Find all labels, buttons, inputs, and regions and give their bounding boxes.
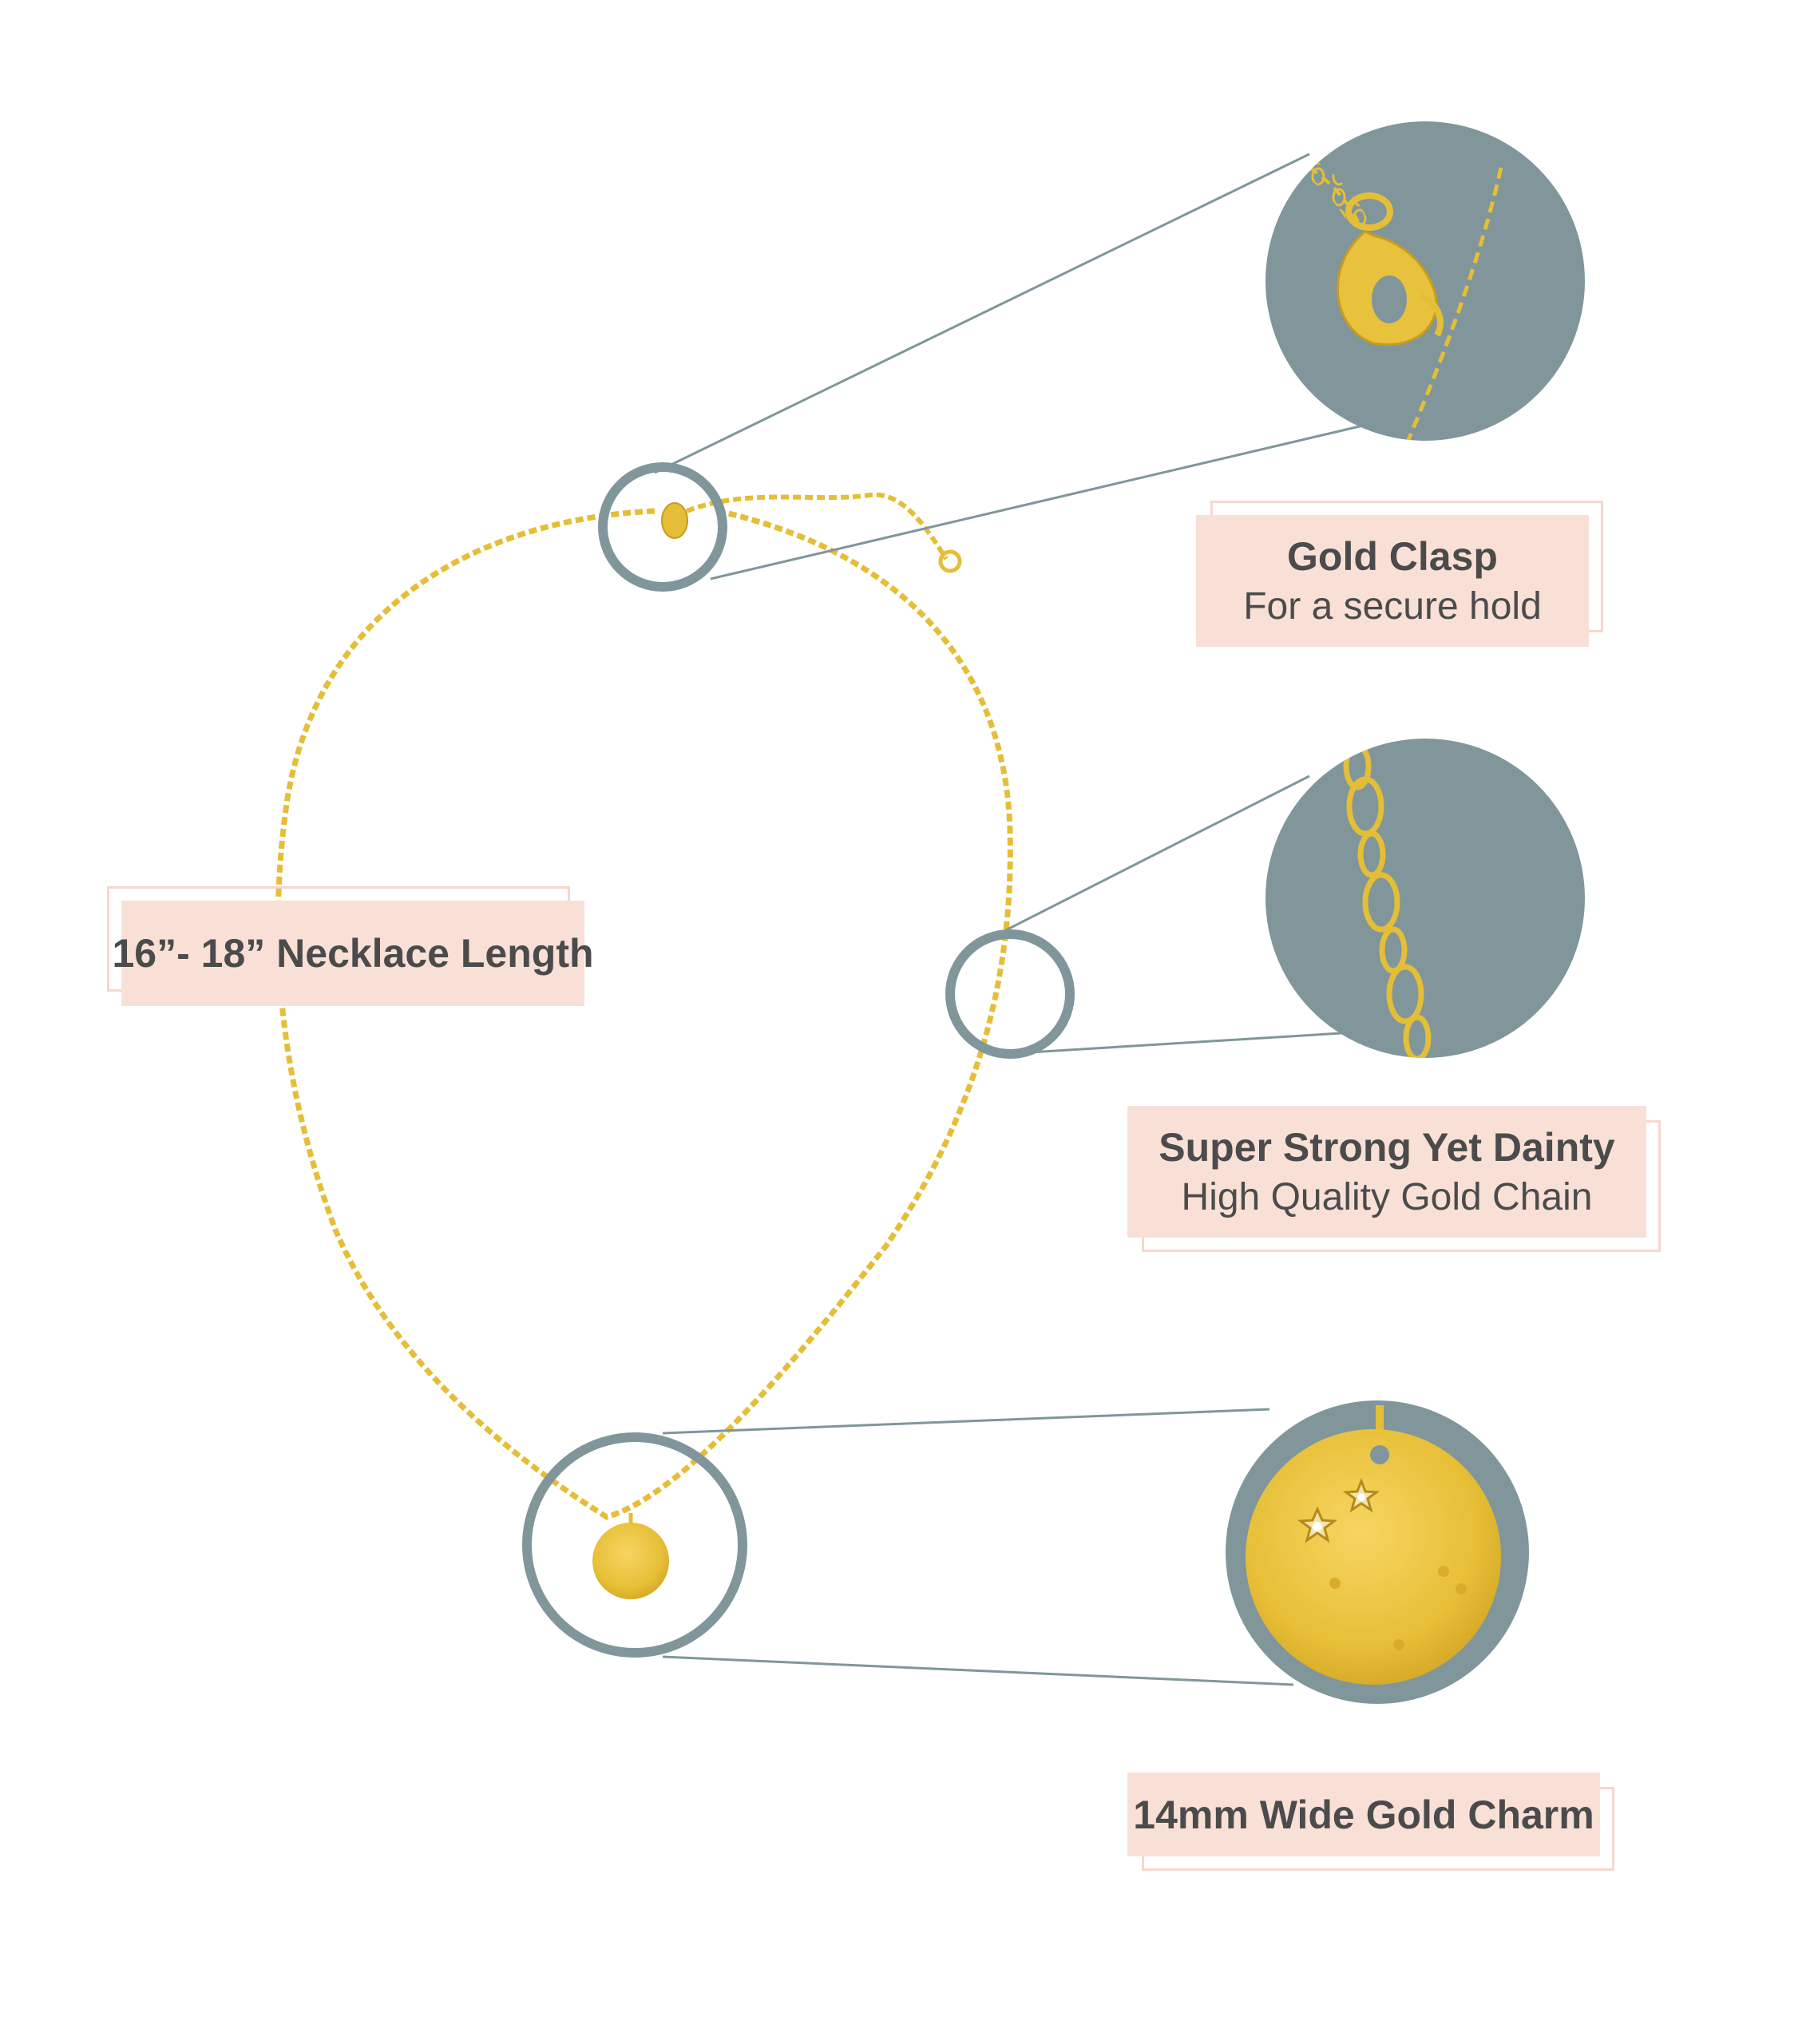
feature-subtitle: High Quality Gold Chain	[1181, 1175, 1593, 1218]
zoom-charm	[1226, 1400, 1529, 1704]
pendant-small	[592, 1513, 669, 1599]
callout-connectors	[654, 153, 1394, 1686]
feature-title: Gold Clasp	[1287, 533, 1498, 579]
star-icon	[1342, 1477, 1380, 1513]
feature-label-clasp: Gold Clasp For a secure hold	[1196, 501, 1603, 647]
callout-rings	[522, 462, 1075, 1658]
zoom-chain	[1265, 739, 1585, 1058]
zoom-clasp	[1265, 121, 1585, 441]
feature-label-chain: Super Strong Yet Dainty High Quality Gol…	[1127, 1106, 1661, 1252]
necklace-chain	[275, 492, 1013, 1520]
feature-title: 14mm Wide Gold Charm	[1133, 1792, 1594, 1837]
feature-label-charm: 14mm Wide Gold Charm	[1127, 1773, 1614, 1871]
feature-title: 16”- 18” Necklace Length	[112, 931, 594, 976]
feature-subtitle: For a secure hold	[1243, 584, 1542, 628]
star-icon	[1297, 1506, 1338, 1543]
feature-title: Super Strong Yet Dainty	[1159, 1124, 1615, 1170]
feature-label-length: 16”- 18” Necklace Length	[107, 886, 594, 1006]
